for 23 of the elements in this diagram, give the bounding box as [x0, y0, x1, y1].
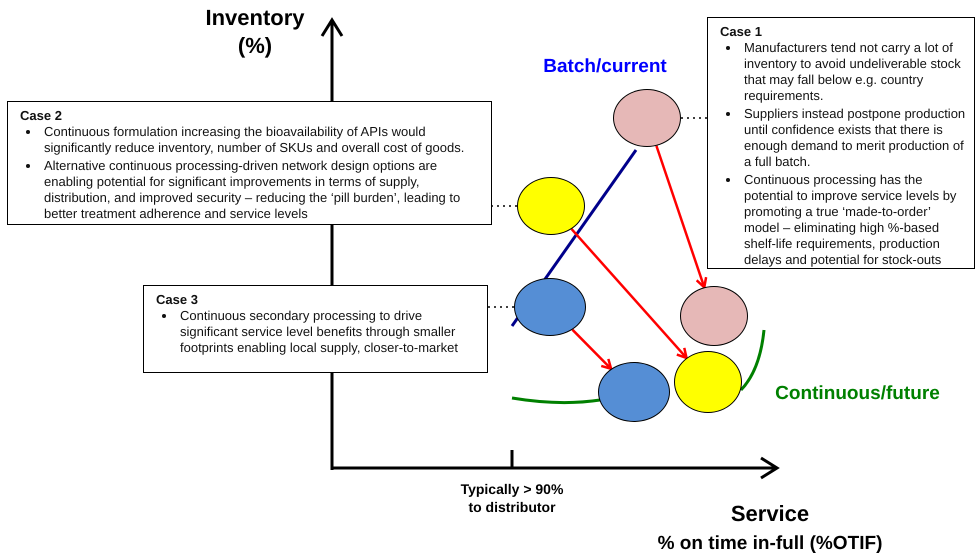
tick-label: Typically > 90% to distributor	[460, 480, 564, 516]
bullet-text: Continuous secondary processing to drive significant service level benefits through smaller footprints enabling local supply, closer-to-market	[180, 308, 458, 355]
bullet-text: Continuous processing has the potential to improve service levels by promoting a true ‘made-to-order’ model – eliminating high %-based shelf-life requirements, production delays and potential for stock-outs	[744, 172, 956, 267]
arrow	[572, 328, 612, 370]
bullet-text: Suppliers instead postpone production until confidence exists that there is enough demand to merit production of a full batch.	[744, 106, 966, 169]
bullet-text: Continuous formulation increasing the bioavailability of APIs would significantly reduce inventory, number of SKUs and overall cost of goods.	[44, 124, 464, 155]
callout-box	[143, 285, 488, 373]
box-heading: Case 2	[20, 108, 63, 124]
bullet-text: Manufacturers tend not carry a lot of inventory to avoid undeliverable stock that may fall below e.g. country requirements.	[744, 40, 961, 103]
box-heading: Case 1	[720, 24, 763, 40]
leader-line	[488, 306, 514, 308]
arrow	[570, 228, 688, 360]
callout-box	[707, 17, 975, 269]
arrow	[655, 145, 708, 288]
box-heading: Case 3	[156, 292, 199, 308]
bullet-text: Alternative continuous processing-driven network design options are enabling potential for significant improvements in terms of supply, distribution, and improved security – reducing the ‘pill burden’, leading to better treatment adherence and service levels	[44, 158, 460, 221]
leader-line	[681, 117, 707, 119]
callout-box	[7, 101, 492, 225]
axis-title: % on time in-full (%OTIF)	[656, 532, 884, 556]
curve-label: Batch/current	[542, 55, 668, 79]
axis-title: Service	[730, 500, 810, 528]
axis-title: Inventory (%)	[204, 4, 306, 59]
curve-label: Continuous/future	[774, 382, 941, 406]
